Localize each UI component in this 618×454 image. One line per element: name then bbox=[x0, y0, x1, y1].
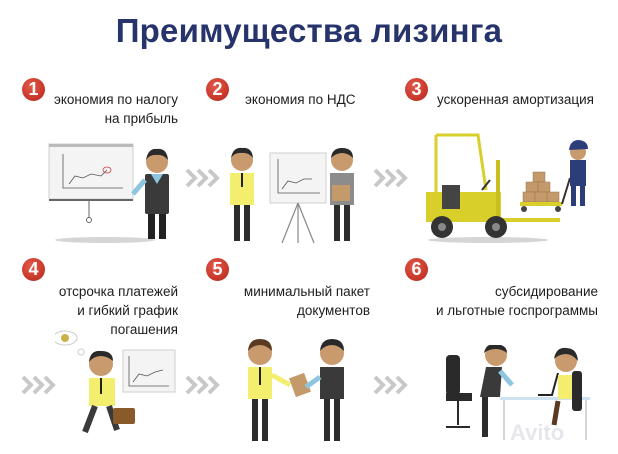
number-badge-2: 2 bbox=[206, 78, 229, 101]
number-badge-6: 6 bbox=[405, 258, 428, 281]
chevron-right-icon bbox=[373, 375, 408, 395]
flipchart-meeting-illustration bbox=[230, 147, 354, 244]
handing-documents-illustration bbox=[248, 339, 344, 441]
watermark: Avito bbox=[510, 420, 565, 445]
walking-man-illustration bbox=[55, 330, 176, 434]
number-badge-4: 4 bbox=[22, 258, 45, 281]
forklift-illustration bbox=[426, 133, 588, 243]
chevron-right-icon bbox=[21, 375, 56, 395]
benefit-label-3: ускоренная амортизация bbox=[437, 92, 594, 107]
chevron-right-icon bbox=[373, 168, 408, 188]
benefit-label-4: отсрочка платежей и гибкий график погаше… bbox=[58, 284, 178, 337]
number-badge-3: 3 bbox=[405, 78, 428, 101]
number-badge-1: 1 bbox=[22, 78, 45, 101]
chevron-right-icon bbox=[185, 375, 220, 395]
chevron-right-icon bbox=[185, 168, 220, 188]
office-meeting-illustration bbox=[446, 345, 590, 440]
presenter-chart-illustration bbox=[48, 143, 169, 243]
page-title: Преимущества лизинга bbox=[115, 12, 503, 49]
benefit-label-1: экономия по налогу на прибыль bbox=[53, 92, 178, 126]
benefit-label-6: субсидирование и льготные госпрограммы bbox=[435, 284, 598, 318]
benefit-label-2: экономия по НДС bbox=[245, 92, 356, 107]
number-badge-5: 5 bbox=[206, 258, 229, 281]
benefit-label-5: минимальный пакет документов bbox=[243, 284, 370, 318]
